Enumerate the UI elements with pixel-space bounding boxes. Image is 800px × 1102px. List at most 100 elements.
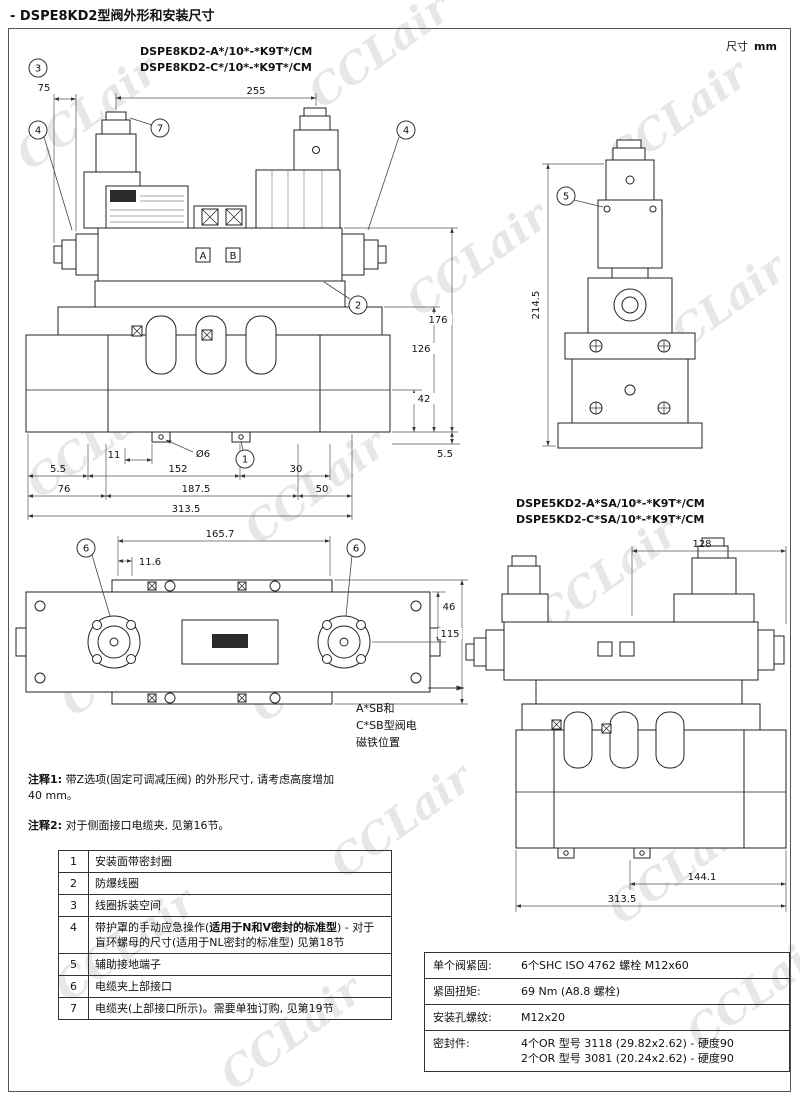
spec-value: 4个OR 型号 3118 (29.82x2.62) - 硬度90 2个OR 型号…	[521, 1037, 734, 1065]
legend-table: 1 安装面带密封圈 2 防爆线圈 3 线圈拆装空间 4 带护罩的手动应急操作(适…	[58, 850, 392, 1020]
legend-num: 2	[58, 872, 89, 895]
spec-label: 紧固扭矩:	[433, 985, 481, 998]
dim-126: 126	[411, 344, 430, 355]
callout-3	[28, 58, 48, 78]
callout-2	[348, 295, 368, 315]
callout-7	[150, 118, 170, 138]
right-coil	[255, 169, 341, 229]
top-logo	[212, 634, 248, 648]
spec-value: 6个SHC ISO 4762 螺栓 M12x60	[521, 959, 689, 972]
legend-text-pre: 带护罩的手动应急操作(	[95, 921, 210, 934]
legend-text: 电缆夹(上部接口所示)。需要单独订购, 见第19节	[88, 997, 392, 1020]
legend-row: 6 电缆夹上部接口	[58, 975, 392, 998]
port-b-label: B	[230, 251, 237, 262]
dim-42: 42	[418, 394, 431, 405]
dim-313-5: 313.5	[172, 504, 201, 515]
spec-label: 安装孔螺纹:	[433, 1011, 492, 1024]
page-border	[8, 28, 791, 1092]
top-view-dims	[117, 536, 468, 705]
callout-4-num: 4	[403, 126, 409, 137]
callout-4-num: 4	[35, 126, 41, 137]
legend-num: 3	[58, 894, 89, 917]
page-title: - DSPE8KD2型阀外形和安装尺寸	[10, 9, 215, 24]
dim-label-bg	[438, 628, 462, 639]
sa-right-coil	[673, 593, 755, 623]
legend-text: 线圈拆装空间	[88, 894, 392, 917]
dim-label-bg	[407, 343, 435, 354]
dim-313-5-sa: 313.5	[608, 894, 637, 905]
dim-152: 152	[168, 464, 187, 475]
callout-4-left	[28, 120, 48, 140]
dim-187-5: 187.5	[182, 484, 211, 495]
spec-label: 单个阀紧固:	[433, 959, 492, 972]
mount-upper	[94, 280, 346, 308]
legend-text: 辅助接地端子	[88, 953, 392, 976]
spec-value: 69 Nm (A8.8 螺栓)	[521, 985, 621, 998]
note-2-label: 注释2:	[28, 819, 63, 832]
dim-5-5-bottom: 5.5	[50, 464, 66, 475]
model-code: DSPE5KD2-A*SA/10*-*K9T*/CM	[516, 497, 705, 510]
front-view	[25, 107, 391, 443]
sa-base	[515, 729, 787, 849]
model-codes-main: DSPE8KD2-A*/10*-*K9T*/CM DSPE8KD2-C*/10*…	[140, 44, 312, 76]
callout-leaders	[43, 117, 604, 617]
side-mid-flange	[564, 332, 696, 360]
dim-76: 76	[58, 484, 71, 495]
dim-214-5: 214.5	[531, 291, 542, 320]
callout-6-num: 6	[83, 544, 89, 555]
legend-row: 5 辅助接地端子	[58, 953, 392, 976]
unit-note: 尺寸 mm	[726, 38, 777, 54]
valve-body	[97, 227, 343, 282]
side-upper-body	[587, 277, 673, 334]
callout-balloons	[28, 58, 576, 558]
port-a-label: A	[200, 251, 207, 262]
dim-5-5-right: 5.5	[437, 449, 453, 460]
front-view-dims	[27, 93, 460, 520]
note-2: 注释2: 对于侧面接口电缆夹, 见第16节。	[28, 818, 342, 834]
left-connector	[95, 133, 137, 173]
legend-num: 5	[58, 953, 89, 976]
callout-6-right	[346, 538, 366, 558]
callout-4-right	[396, 120, 416, 140]
port-a-box	[195, 247, 211, 263]
unit-value: mm	[754, 40, 777, 53]
port-b-box	[225, 247, 241, 263]
note-1-label: 注释1:	[28, 773, 63, 786]
dim-128: 128	[692, 539, 711, 550]
dim-255: 255	[246, 86, 265, 97]
dim-144-1: 144.1	[688, 872, 717, 883]
legend-num: 4	[58, 916, 89, 954]
unit-label: 尺寸	[726, 40, 748, 53]
legend-text: 安装面带密封圈	[88, 850, 392, 873]
callout-6-num: 6	[353, 544, 359, 555]
note-1-text: 带Z选项(固定可调减压阀) 的外形尺寸, 请考虑高度增加40 mm。	[28, 773, 335, 802]
callout-5-num: 5	[563, 192, 569, 203]
model-codes-side: DSPE5KD2-A*SA/10*-*K9T*/CM DSPE5KD2-C*SA…	[516, 496, 705, 528]
sa-version-view	[465, 537, 787, 859]
dim-115: 115	[440, 629, 459, 640]
dim-label-bg	[412, 393, 436, 404]
dim-11: 11	[108, 450, 121, 461]
callout-3-num: 3	[35, 64, 41, 75]
legend-num: 7	[58, 997, 89, 1020]
spec-table: 单个阀紧固: 6个SHC ISO 4762 螺栓 M12x60 紧固扭矩: 69 N…	[424, 952, 790, 1072]
dim-dia6: Ø6	[196, 448, 210, 460]
legend-row: 4 带护罩的手动应急操作(适用于N和V密封的标准型) - 对于盲环螺母的尺寸(适…	[58, 916, 392, 954]
mount-hole	[238, 434, 244, 440]
side-view	[557, 139, 703, 449]
callout-7-num: 7	[157, 124, 163, 135]
spec-value: M12x20	[521, 1011, 565, 1024]
model-code: DSPE5KD2-C*SA/10*-*K9T*/CM	[516, 513, 705, 526]
dim-176: 176	[428, 315, 447, 326]
mount-hole	[158, 434, 164, 440]
legend-num: 6	[58, 975, 89, 998]
spec-row: 密封件:4个OR 型号 3118 (29.82x2.62) - 硬度90 2个O…	[424, 1030, 790, 1072]
dim-50: 50	[316, 484, 329, 495]
callout-2-num: 2	[355, 301, 361, 312]
side-view-dims	[542, 163, 604, 447]
dim-11-6: 11.6	[139, 557, 161, 568]
sa-left-coil	[501, 593, 549, 623]
spec-row: 安装孔螺纹: M12x20	[424, 1004, 790, 1031]
